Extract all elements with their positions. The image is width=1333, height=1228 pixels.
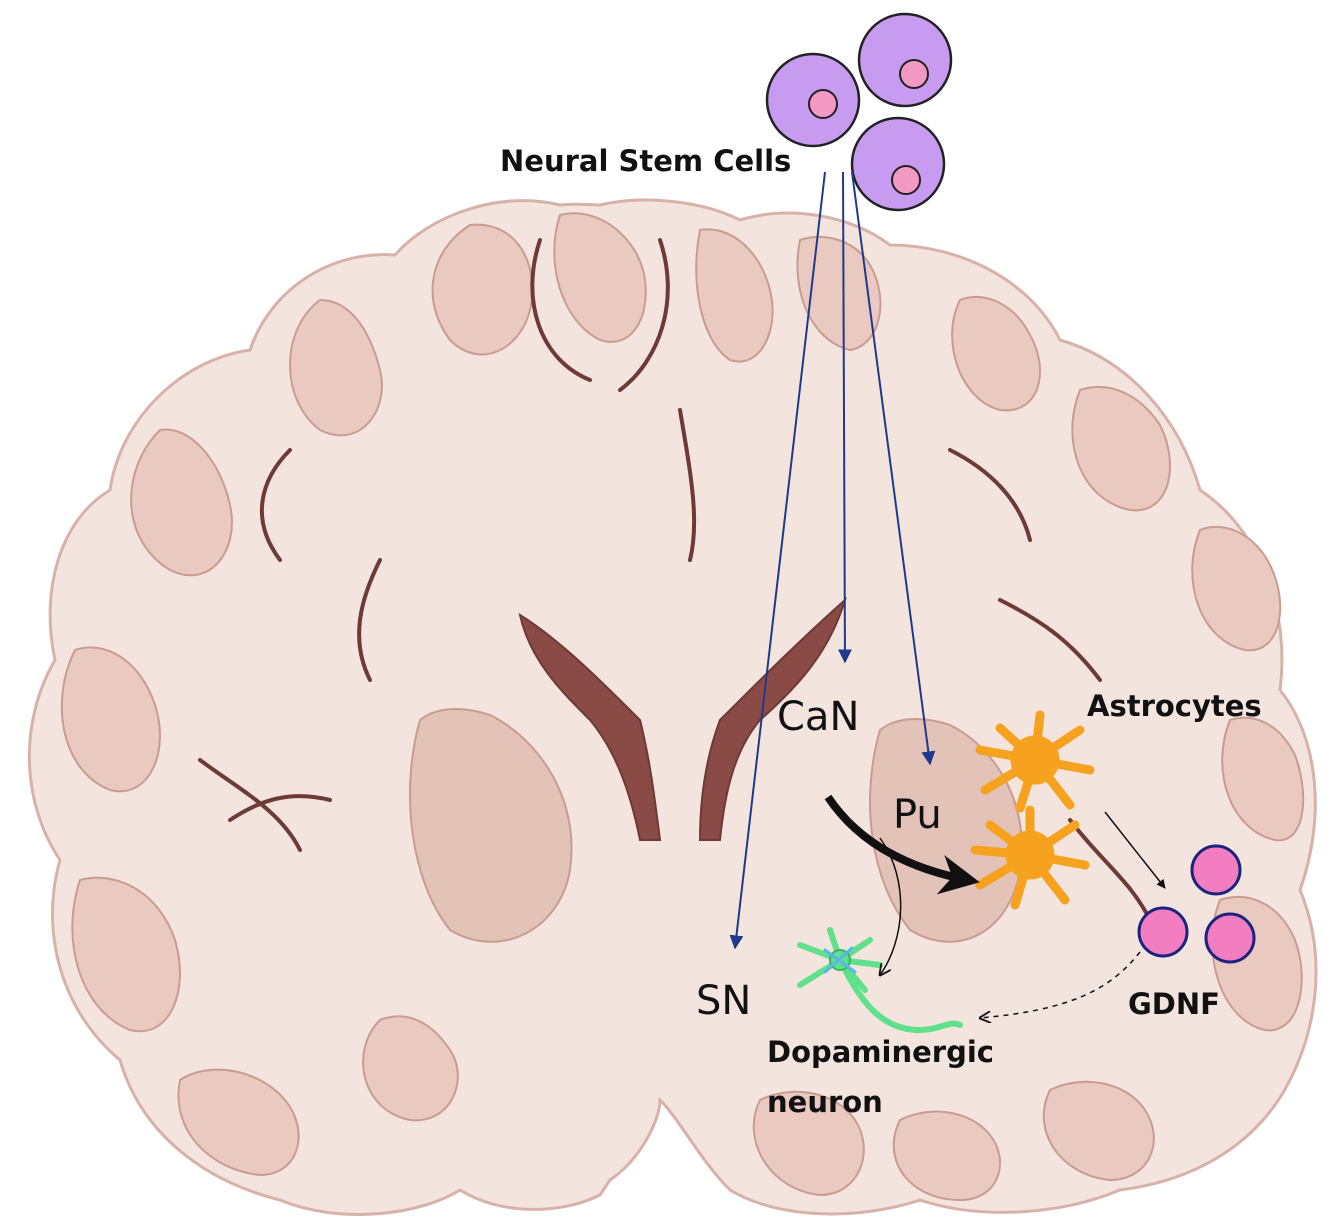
gdnf-particle-icon	[1192, 846, 1240, 894]
label-astrocytes: Astrocytes	[1087, 689, 1262, 723]
gdnf-particle-icon	[1206, 914, 1254, 962]
gdnf-particle-icon	[1139, 908, 1187, 956]
label-neuron: neuron	[767, 1085, 883, 1119]
stem-cell-icon	[767, 54, 859, 146]
neural-stem-cells	[767, 14, 951, 210]
label-dopaminergic: Dopaminergic	[767, 1035, 994, 1069]
label-putamen: Pu	[893, 792, 942, 838]
stem-cell-icon	[852, 118, 944, 210]
label-substantia-nigra: SN	[696, 978, 751, 1024]
label-caudate: CaN	[777, 694, 859, 740]
label-gdnf: GDNF	[1128, 987, 1220, 1021]
label-neural-stem-cells: Neural Stem Cells	[500, 144, 791, 178]
stem-cell-icon	[859, 14, 951, 106]
